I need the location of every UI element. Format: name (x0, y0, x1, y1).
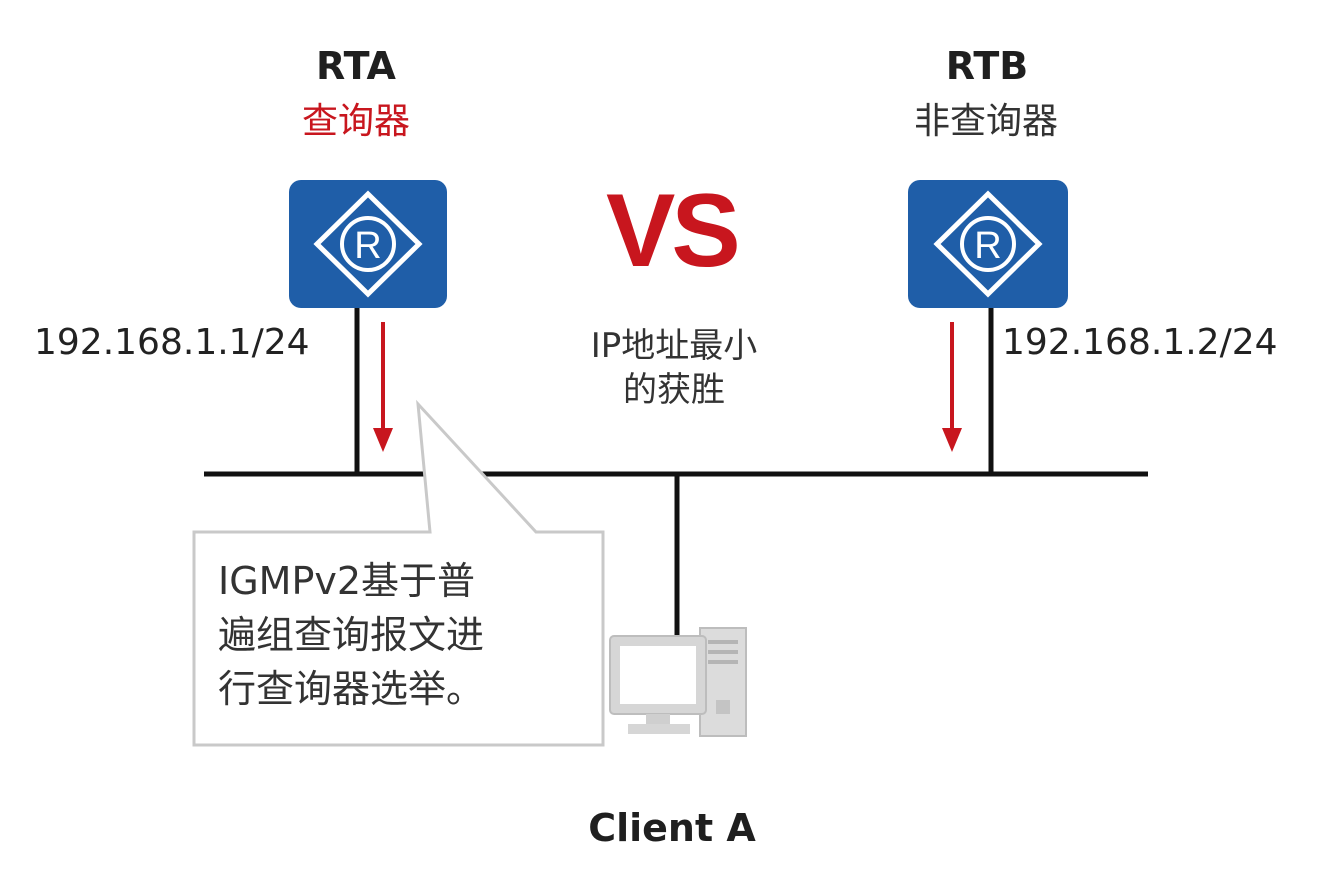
router-icon: R (933, 190, 1043, 298)
vs-label: VS (606, 173, 741, 289)
callout-bubble (192, 399, 605, 747)
router-icon: R (313, 190, 423, 298)
rtb-name: RTB (945, 44, 1029, 88)
election-note-line: 的获胜 (623, 370, 725, 410)
rtb-router[interactable]: R (908, 180, 1068, 308)
rta-query-arrow (373, 322, 393, 452)
svg-text:R: R (974, 225, 1001, 267)
computer-icon (609, 627, 747, 737)
rta-name: RTA (316, 44, 396, 88)
rta-ip-address: 192.168.1.1/24 (34, 322, 310, 363)
rtb-ip-address: 192.168.1.2/24 (1002, 322, 1278, 363)
callout-line: IGMPv2基于普 (218, 559, 476, 603)
rtb-role: 非查询器 (913, 101, 1058, 142)
election-rule-note: IP地址最小 的获胜 (534, 324, 814, 412)
svg-text:R: R (354, 225, 381, 267)
callout-line: 遍组查询报文进 (218, 613, 485, 657)
client-label: Client A (588, 806, 756, 850)
rta-router[interactable]: R (289, 180, 447, 308)
rta-role: 查询器 (301, 101, 410, 142)
election-note-line: IP地址最小 (590, 326, 758, 366)
rtb-query-arrow (942, 322, 962, 452)
callout-text: IGMPv2基于普 遍组查询报文进 行查询器选举。 (218, 554, 484, 716)
callout-line: 行查询器选举。 (218, 667, 485, 711)
